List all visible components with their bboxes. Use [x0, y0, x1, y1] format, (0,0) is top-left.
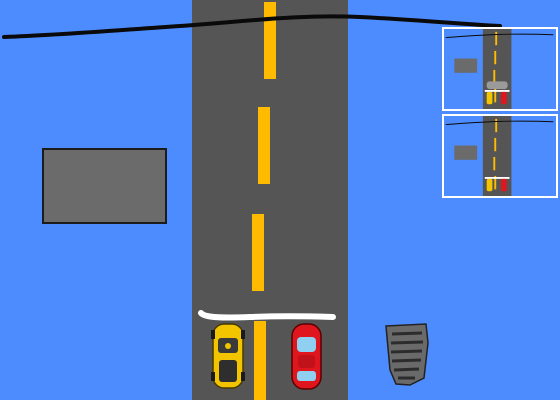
- lane-dash: [252, 214, 264, 291]
- yellow-car[interactable]: [211, 323, 245, 389]
- lane-dashes: [252, 2, 276, 400]
- obstacle-car-icon: [486, 81, 508, 89]
- lane-dash: [258, 107, 270, 184]
- speed-bump[interactable]: [385, 323, 429, 386]
- finish-line[interactable]: [198, 310, 336, 321]
- lane-dash: [254, 321, 266, 400]
- overhead-wire: [2, 14, 502, 39]
- scene-thumbnail-2-preview: [444, 116, 556, 196]
- lane-dash: [264, 2, 276, 79]
- gray-block[interactable]: [42, 148, 167, 224]
- scene-thumbnail-2[interactable]: [442, 114, 558, 198]
- red-car[interactable]: [291, 323, 322, 390]
- scene-thumbnail-1[interactable]: [442, 27, 558, 111]
- scene-thumbnail-1-preview: [444, 29, 556, 109]
